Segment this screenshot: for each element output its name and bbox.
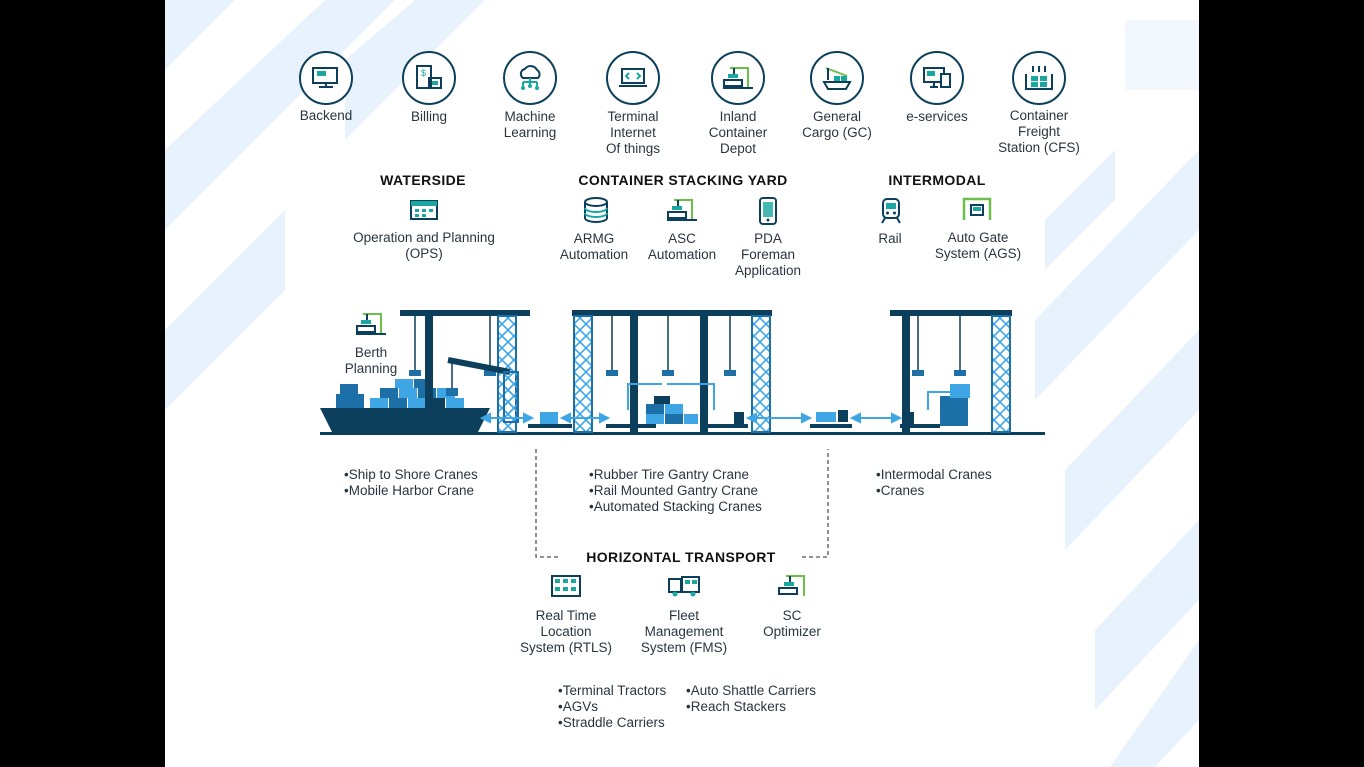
- transport-list-col2: Auto Shattle Carriers Reach Stackers: [686, 683, 816, 715]
- waterside-heading: WATERSIDE: [380, 172, 466, 188]
- yard-gantry-crane: [572, 310, 772, 433]
- building-icon: [550, 574, 582, 603]
- phone-icon: [757, 197, 779, 230]
- berth-crane-icon: [355, 310, 387, 343]
- truck-icon: [667, 574, 701, 603]
- intermodal-crane-list: Intermodal Cranes Cranes: [876, 467, 992, 499]
- list-item: Auto Shattle Carriers: [686, 683, 816, 699]
- right-letterbox: [1199, 0, 1364, 767]
- waterside-crane-list: Ship to Shore Cranes Mobile Harbor Crane: [344, 467, 478, 499]
- yard-crane-list: Rubber Tire Gantry Crane Rail Mounted Ga…: [589, 467, 762, 515]
- crane-depot-icon: [711, 51, 765, 105]
- container-ship: [320, 379, 490, 432]
- left-letterbox: [0, 0, 165, 767]
- intermodal-crane: [890, 310, 1012, 433]
- list-item: Terminal Tractors: [558, 683, 667, 699]
- calendar-icon: [409, 197, 439, 226]
- horizontal-transport-heading: HORIZONTAL TRANSPORT: [586, 549, 776, 565]
- list-item: Reach Stackers: [686, 699, 816, 715]
- monitor-services-icon: [910, 51, 964, 105]
- list-item: Rail Mounted Gantry Crane: [589, 483, 762, 499]
- list-item: Mobile Harbor Crane: [344, 483, 478, 499]
- train-icon: [879, 197, 903, 230]
- sc-crane-icon: [776, 573, 808, 604]
- horizontal-transport-bracket: [535, 449, 829, 558]
- gate-truck-icon: [961, 196, 993, 227]
- list-item: AGVs: [558, 699, 666, 715]
- intermodal-heading: INTERMODAL: [888, 172, 986, 188]
- rail-label: Rail: [878, 231, 902, 246]
- list-item: Rubber Tire Gantry Crane: [589, 467, 762, 483]
- yard-heading: CONTAINER STACKING YARD: [578, 172, 788, 188]
- billing-invoice-icon: $: [402, 51, 456, 105]
- ops-label: Operation and Planning(OPS): [353, 230, 495, 261]
- svg-text:$: $: [421, 68, 426, 78]
- port-illustration: [320, 310, 1045, 435]
- transport-vehicles: [528, 410, 940, 428]
- database-icon: [582, 197, 610, 228]
- service-label: Backend: [299, 108, 353, 123]
- freight-boxes-icon: [1012, 51, 1066, 105]
- list-item: Cranes: [876, 483, 992, 499]
- backend-monitor-icon: [299, 51, 353, 105]
- transport-list-col1: Terminal Tractors AGVs Straddle Carriers: [558, 683, 667, 731]
- quay-line: [320, 432, 1045, 435]
- service-label: e-services: [906, 109, 968, 124]
- laptop-code-icon: [606, 51, 660, 105]
- cloud-network-icon: [503, 51, 557, 105]
- list-item: Straddle Carriers: [558, 715, 666, 731]
- list-item: Automated Stacking Cranes: [589, 499, 762, 515]
- list-item: Ship to Shore Cranes: [344, 467, 478, 483]
- cargo-ship-icon: [810, 51, 864, 105]
- mobile-harbor-crane: [446, 357, 519, 423]
- asc-crane-icon: [666, 196, 698, 229]
- list-item: Intermodal Cranes: [876, 467, 992, 483]
- flow-arrows: [479, 412, 903, 424]
- service-label: Billing: [410, 109, 448, 124]
